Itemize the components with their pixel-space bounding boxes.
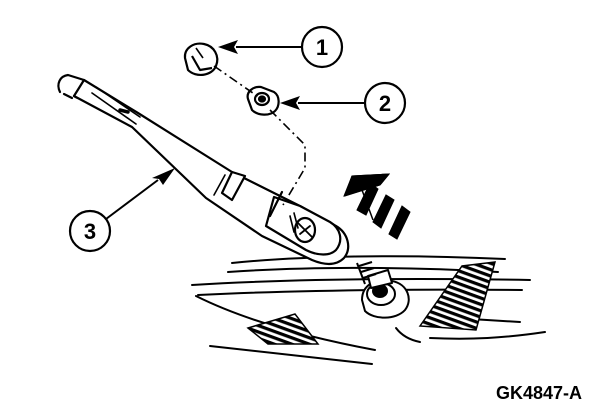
wiper-arm [57,73,350,265]
callout-1-number: 1 [316,35,328,60]
cowl-vent-openings [246,261,497,345]
callout-2-number: 2 [379,91,391,116]
figure-code: GK4847-A [495,383,582,403]
callout-2: 2 [280,81,407,125]
assembly-centerline [213,65,306,206]
callout-3-arrowhead [152,168,175,185]
callout-3: 3 [68,168,175,253]
pivot-shaft [356,260,410,319]
callout-3-number: 3 [84,219,96,244]
pivot-cap [183,42,219,76]
callout-2-arrowhead [280,96,300,110]
callout-1-arrowhead [218,40,238,54]
install-direction-arrow [343,173,411,240]
retaining-nut [246,85,280,116]
callout-1: 1 [218,25,344,69]
arm-ring-band [220,170,247,202]
